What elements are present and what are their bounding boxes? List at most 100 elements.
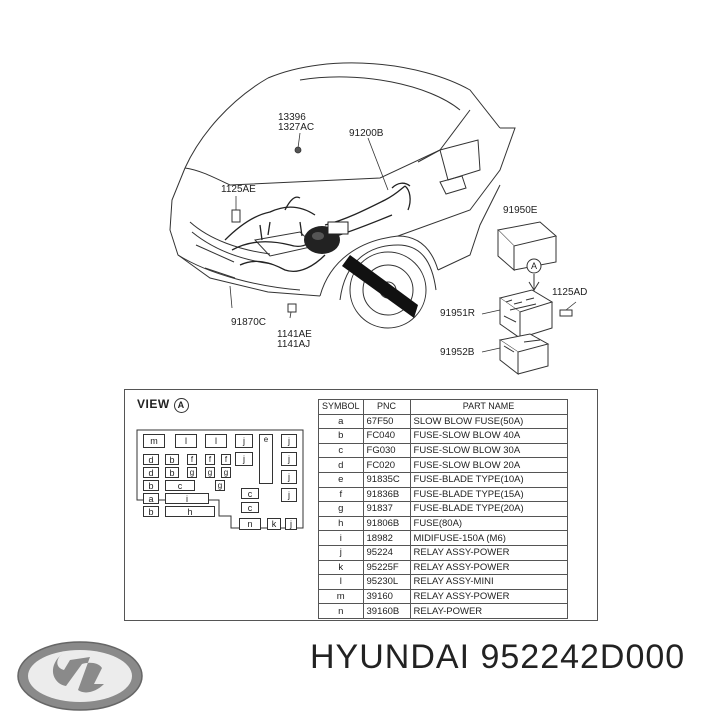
cell-part-name: FUSE-SLOW BLOW 20A [409,457,568,473]
cell-part-name: FUSE-BLADE TYPE(15A) [409,486,568,503]
fuse-slot-b: b [165,454,179,465]
header-part-name: PART NAME [409,399,568,415]
cell-symbol: l [318,574,364,590]
cell-symbol: b [318,428,364,444]
fuse-slot-k: k [267,518,281,530]
cell-part-name: FUSE-BLADE TYPE(20A) [409,501,568,517]
cell-pnc: 95230L [362,574,411,590]
cell-pnc: 95224 [362,544,411,561]
cell-pnc: 91836B [362,486,411,503]
header-pnc: PNC [362,399,411,415]
fuse-slot-n: n [239,518,261,530]
cell-pnc: 67F50 [362,413,411,430]
fuse-slot-j: j [285,518,297,530]
cell-part-name: FUSE-BLADE TYPE(10A) [409,471,568,488]
cell-pnc: 39160 [362,588,411,605]
cell-pnc: FC040 [362,428,411,444]
cell-part-name: FUSE(80A) [409,515,568,532]
fuse-slot-l: l [175,434,197,448]
cell-symbol: h [318,515,364,532]
cell-symbol: g [318,501,364,517]
callout-91200b: 91200B [349,128,384,139]
cell-pnc: FC020 [362,457,411,473]
fuse-slot-i: i [165,493,209,504]
cell-pnc: 91806B [362,515,411,532]
fuse-box-lower [498,333,550,376]
fuse-slot-f: f [205,454,215,465]
cell-symbol: a [318,413,364,430]
fuse-slot-j: j [235,434,253,448]
fuse-box-cover [496,221,558,272]
fuse-slot-c: c [165,480,195,491]
cell-part-name: MIDIFUSE-150A (M6) [409,530,568,546]
brand-part-number-caption: HYUNDAI 952242D000 [310,638,686,676]
callout-91870c: 91870C [231,317,267,328]
cell-part-name: RELAY-POWER [409,603,568,619]
view-marker-circle [526,258,542,274]
cell-part-name: FUSE-SLOW BLOW 30A [409,442,568,459]
fuse-slot-j: j [281,488,297,502]
fuse-box-outline [136,429,304,529]
fuse-slot-c: c [241,502,259,513]
fuse-slot-b: b [143,506,159,517]
cell-pnc: 39160B [362,603,411,619]
callout-1125ae: 1125AE [221,184,256,195]
fuse-slot-l: l [205,434,227,448]
fuse-slot-j: j [235,452,253,466]
callout-arrow [342,255,418,318]
cell-symbol: d [318,457,364,473]
callout-1141aj: 1141AJ [277,339,311,350]
hyundai-logo [17,641,143,711]
cell-pnc: 91835C [362,471,411,488]
callout-1125ad: 1125AD [552,287,588,298]
fuse-slot-j: j [281,470,297,484]
fuse-slot-a: a [143,493,159,504]
callout-13396: 13396 [278,112,306,123]
fuse-slot-f: f [221,454,231,465]
cell-symbol: k [318,559,364,576]
callout-1327ac: 1327AC [278,122,315,133]
fuse-box-upper [498,289,554,339]
cell-symbol: m [318,588,364,605]
fuse-slot-g: g [221,467,231,478]
junction-block [304,221,349,254]
cell-part-name: FUSE-SLOW BLOW 40A [409,428,568,444]
fuse-slot-d: d [143,467,159,478]
cell-symbol: e [318,471,364,488]
fuse-slot-g: g [215,480,225,491]
callout-91952b: 91952B [440,347,475,358]
cell-pnc: 95225F [362,559,411,576]
fuse-slot-h: h [165,506,215,517]
fuse-slot-g: g [187,467,197,478]
cell-symbol: j [318,544,364,561]
car-outline [169,62,516,329]
fuse-box-layout: m l l j e j j j j j d b f f f d b g g g … [135,428,305,538]
cell-part-name: RELAY ASSY-MINI [409,574,568,590]
cell-symbol: f [318,486,364,503]
fuse-slot-j: j [281,452,297,466]
callout-91950e: 91950E [503,205,538,216]
cell-part-name: RELAY ASSY-POWER [409,544,568,561]
cell-part-name: RELAY ASSY-POWER [409,559,568,576]
parts-table-header: SYMBOL PNC PART NAME [318,399,568,415]
fuse-slot-m: m [143,434,165,448]
view-marker-label: A [531,261,538,271]
fuse-slot-c: c [241,488,259,499]
cell-part-name: SLOW BLOW FUSE(50A) [409,413,568,430]
fuse-slot-e: e [259,434,273,484]
